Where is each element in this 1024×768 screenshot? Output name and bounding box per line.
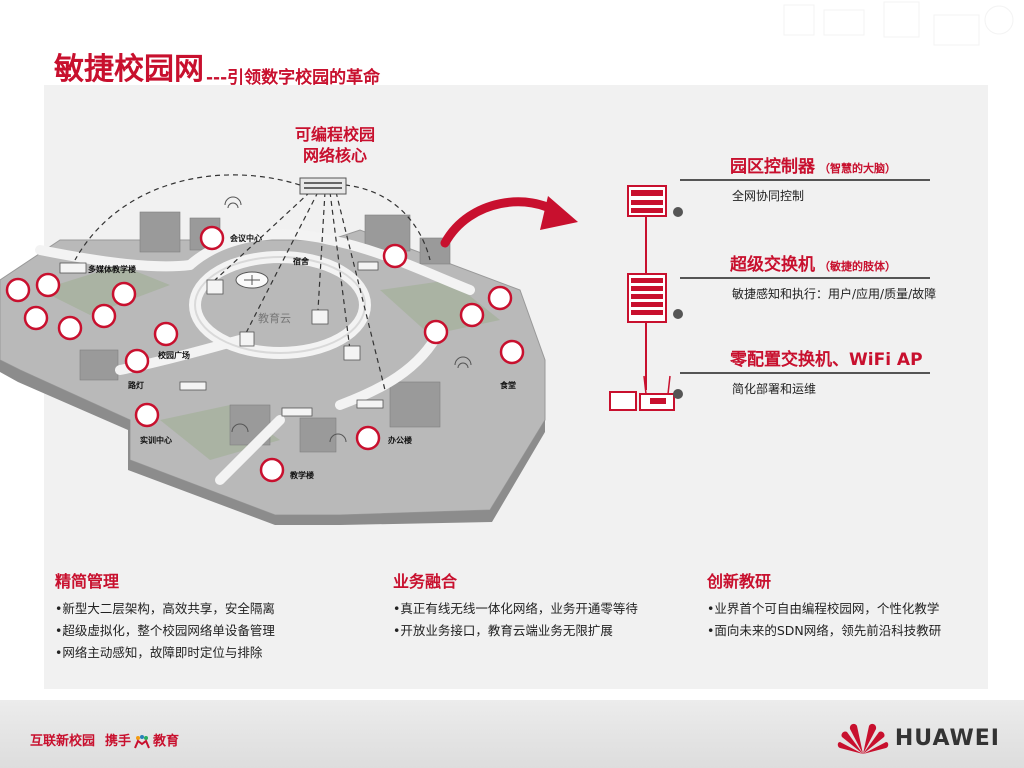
tier-super-switch: 超级交换机 （敏捷的肢体） 敏捷感知和执行：用户/应用/质量/故障 bbox=[676, 250, 976, 302]
watermark-graphic bbox=[783, 1, 1014, 46]
label-office-building: 办公楼 bbox=[388, 436, 412, 445]
huawei-brand: HUAWEI bbox=[837, 720, 1000, 756]
slogan-part3: 教育 bbox=[153, 734, 180, 749]
tier-desc: 敏捷感知和执行：用户/应用/质量/故障 bbox=[732, 287, 937, 301]
column-heading: 精简管理 bbox=[55, 572, 120, 591]
column-item: •超级虚拟化，整个校园网络单设备管理 bbox=[55, 623, 275, 638]
tier-campus-controller: 园区控制器 （智慧的大脑） 全网协同控制 bbox=[676, 152, 976, 204]
label-streetlight: 路灯 bbox=[128, 381, 144, 390]
page-title: 敏捷校园网---引领数字校园的革命 bbox=[54, 44, 380, 88]
tier-zero-config: 零配置交换机、WiFi AP 简化部署和运维 bbox=[676, 345, 976, 397]
column-item: •网络主动感知，故障即时定位与排除 bbox=[55, 645, 263, 660]
tier-desc: 全网协同控制 bbox=[732, 189, 805, 203]
network-hierarchy-diagram bbox=[609, 185, 683, 411]
label-canteen: 食堂 bbox=[500, 381, 516, 390]
column-service-fusion: 业务融合 •真正有线无线一体化网络，业务开通零等待 •开放业务接口，教育云端业务… bbox=[393, 568, 638, 642]
tier-title: 零配置交换机、WiFi AP bbox=[730, 350, 923, 370]
programmable-core-label: 可编程校园 网络核心 bbox=[270, 124, 400, 166]
column-item: •开放业务接口，教育云端业务无限扩展 bbox=[393, 623, 613, 638]
core-label-line1: 可编程校园 bbox=[294, 125, 375, 144]
huawei-logo-icon bbox=[837, 723, 889, 754]
core-label-line2: 网络核心 bbox=[302, 146, 367, 165]
label-dorm: 宿舍 bbox=[293, 257, 309, 266]
label-campus-plaza: 校园广场 bbox=[158, 351, 190, 360]
footer-slogan: 互联新校园携手 教育 bbox=[30, 730, 179, 749]
slogan-part1: 互联新校园 bbox=[30, 734, 96, 749]
column-item: •新型大二层架构，高效共享，安全隔离 bbox=[55, 601, 275, 616]
brand-name: HUAWEI bbox=[894, 725, 1000, 751]
access-switch-ap-icon bbox=[609, 375, 675, 411]
page-subtitle: ---引领数字校园的革命 bbox=[206, 68, 381, 88]
tier-title: 园区控制器 bbox=[730, 157, 815, 177]
curved-arrow-icon bbox=[440, 196, 578, 248]
tier-title: 超级交换机 bbox=[730, 255, 815, 275]
page-title-main: 敏捷校园网 bbox=[54, 52, 204, 87]
column-heading: 创新教研 bbox=[707, 572, 772, 591]
column-simplified-management: 精简管理 •新型大二层架构，高效共享，安全隔离 •超级虚拟化，整个校园网络单设备… bbox=[55, 568, 275, 664]
column-item: •真正有线无线一体化网络，业务开通零等待 bbox=[393, 601, 638, 616]
column-innovative-research: 创新教研 •业界首个可自由编程校园网，个性化教学 •面向未来的SDN网络，领先前… bbox=[707, 568, 941, 642]
column-item: •业界首个可自由编程校园网，个性化教学 bbox=[707, 601, 940, 616]
label-education-cloud: 教育云 bbox=[258, 312, 291, 325]
tier-note: （智慧的大脑） bbox=[819, 162, 896, 175]
people-logo-icon bbox=[134, 734, 150, 748]
label-training-center: 实训中心 bbox=[140, 436, 172, 445]
label-meeting-center: 会议中心 bbox=[230, 234, 262, 243]
campus-controller-icon bbox=[627, 185, 667, 217]
slogan-part2: 携手 bbox=[105, 734, 132, 749]
label-teaching-building: 教学楼 bbox=[290, 471, 314, 480]
super-switch-icon bbox=[627, 273, 667, 323]
campus-map-illustration bbox=[0, 174, 546, 525]
column-heading: 业务融合 bbox=[393, 572, 458, 591]
tier-note: （敏捷的肢体） bbox=[819, 260, 896, 273]
tier-desc: 简化部署和运维 bbox=[732, 382, 817, 396]
footer-bar: 互联新校园携手 教育 HUAWEI bbox=[0, 700, 1024, 768]
label-multimedia-building: 多媒体教学楼 bbox=[88, 265, 136, 274]
column-item: •面向未来的SDN网络，领先前沿科技教研 bbox=[707, 623, 942, 638]
